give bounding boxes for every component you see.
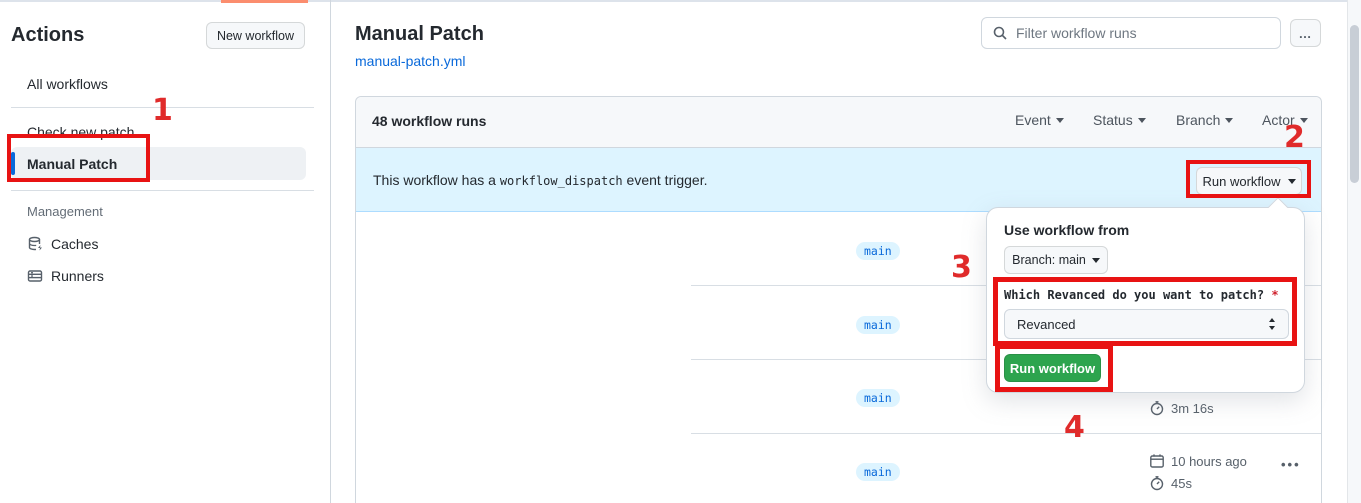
sidebar-vertical-divider bbox=[330, 0, 331, 503]
filter-label: Actor bbox=[1262, 112, 1295, 128]
workflow-page-title: Manual Patch bbox=[355, 23, 484, 45]
sidebar-item-all-workflows[interactable]: All workflows bbox=[11, 68, 306, 100]
sidebar-item-caches[interactable]: Caches bbox=[11, 230, 306, 258]
new-workflow-button[interactable]: New workflow bbox=[206, 22, 305, 49]
workflow-runs-count: 48 workflow runs bbox=[372, 113, 487, 129]
filter-label: Event bbox=[1015, 112, 1051, 128]
banner-text-after: event trigger. bbox=[622, 172, 708, 188]
run-duration: 3m 16s bbox=[1149, 400, 1214, 416]
annotation-number-3: 3 bbox=[951, 250, 972, 285]
sidebar-item-label: Runners bbox=[51, 268, 104, 284]
annotation-number-4: 4 bbox=[1064, 410, 1085, 445]
branch-badge[interactable]: main bbox=[856, 242, 900, 260]
branch-select-label: Branch: main bbox=[1012, 253, 1086, 267]
annotation-number-2: 2 bbox=[1284, 120, 1305, 155]
vertical-scrollbar-thumb[interactable] bbox=[1350, 25, 1359, 183]
workflow-dispatch-banner: This workflow has a workflow_dispatch ev… bbox=[356, 148, 1321, 212]
sidebar-item-runners[interactable]: Runners bbox=[11, 262, 306, 290]
runners-server-icon bbox=[27, 270, 43, 282]
calendar-icon bbox=[1150, 454, 1164, 468]
sidebar-item-label: Manual Patch bbox=[27, 155, 118, 172]
banner-text: This workflow has a workflow_dispatch ev… bbox=[373, 172, 707, 188]
top-edge-strip bbox=[0, 0, 1347, 2]
revanced-select-value: Revanced bbox=[1017, 316, 1076, 332]
input-label-text: Which Revanced do you want to patch? bbox=[1004, 288, 1265, 302]
filter-actor-dropdown[interactable]: Actor bbox=[1262, 112, 1308, 128]
sidebar-divider bbox=[11, 190, 314, 191]
more-options-button[interactable]: … bbox=[1290, 19, 1321, 47]
chevron-down-icon bbox=[1225, 117, 1234, 123]
revanced-select[interactable]: Revanced bbox=[1004, 309, 1289, 339]
time-ago-label: 10 hours ago bbox=[1171, 453, 1247, 469]
search-icon bbox=[993, 26, 1007, 40]
branch-badge[interactable]: main bbox=[856, 463, 900, 481]
filter-runs-search[interactable] bbox=[981, 17, 1281, 49]
sidebar-title: Actions bbox=[11, 24, 85, 46]
filter-event-dropdown[interactable]: Event bbox=[1015, 112, 1064, 128]
branch-badge[interactable]: main bbox=[856, 316, 900, 334]
runs-table-header: 48 workflow runs Event Status Branch Act… bbox=[356, 97, 1321, 148]
annotation-number-1: 1 bbox=[152, 93, 173, 128]
workflow-dispatch-code: workflow_dispatch bbox=[499, 174, 623, 188]
chevron-down-icon bbox=[1299, 117, 1308, 123]
sidebar-item-manual-patch[interactable]: Manual Patch bbox=[11, 147, 306, 180]
sidebar-item-label: All workflows bbox=[27, 76, 108, 92]
run-workflow-dropdown-button[interactable]: Run workflow bbox=[1196, 167, 1302, 195]
run-workflow-popup: Use workflow from Branch: main Which Rev… bbox=[986, 197, 1305, 393]
branch-select-button[interactable]: Branch: main bbox=[1004, 246, 1108, 274]
chevron-down-icon bbox=[1055, 117, 1064, 123]
banner-text-before: This workflow has a bbox=[373, 172, 500, 188]
branch-badge[interactable]: main bbox=[856, 389, 900, 407]
chevron-down-icon bbox=[1137, 117, 1146, 123]
row-divider bbox=[691, 433, 1321, 434]
run-workflow-dropdown-label: Run workflow bbox=[1202, 173, 1281, 189]
up-down-arrows-icon bbox=[1269, 318, 1275, 330]
stopwatch-icon bbox=[1150, 401, 1164, 416]
filter-status-dropdown[interactable]: Status bbox=[1093, 112, 1146, 128]
vertical-scrollbar-track[interactable] bbox=[1347, 0, 1361, 503]
sidebar-item-label: Caches bbox=[51, 236, 99, 252]
workflow-input-label: Which Revanced do you want to patch? * bbox=[1004, 288, 1279, 302]
required-asterisk: * bbox=[1271, 288, 1279, 302]
cache-database-icon bbox=[28, 236, 42, 251]
filter-label: Branch bbox=[1176, 112, 1221, 128]
popup-heading: Use workflow from bbox=[1004, 222, 1130, 238]
run-time-ago: 10 hours ago bbox=[1149, 453, 1247, 469]
management-section-label: Management bbox=[27, 204, 103, 219]
duration-label: 3m 16s bbox=[1171, 400, 1214, 416]
stopwatch-icon bbox=[1150, 476, 1164, 491]
filter-branch-dropdown[interactable]: Branch bbox=[1176, 112, 1234, 128]
chevron-down-icon bbox=[1287, 178, 1296, 184]
cropped-highlight-strip bbox=[221, 0, 308, 3]
run-workflow-submit-button[interactable]: Run workflow bbox=[1004, 354, 1101, 382]
workflow-file-link[interactable]: manual-patch.yml bbox=[355, 53, 466, 69]
selected-accent-bar bbox=[11, 152, 15, 175]
sidebar-divider bbox=[11, 107, 314, 108]
filter-label: Status bbox=[1093, 112, 1133, 128]
search-input[interactable] bbox=[1016, 25, 1280, 41]
sidebar-item-label: Check new patch bbox=[27, 124, 135, 140]
duration-label: 45s bbox=[1171, 475, 1192, 491]
run-row-kebab-menu[interactable]: ••• bbox=[1281, 457, 1301, 472]
run-duration: 45s bbox=[1149, 475, 1192, 491]
chevron-down-icon bbox=[1091, 257, 1100, 263]
